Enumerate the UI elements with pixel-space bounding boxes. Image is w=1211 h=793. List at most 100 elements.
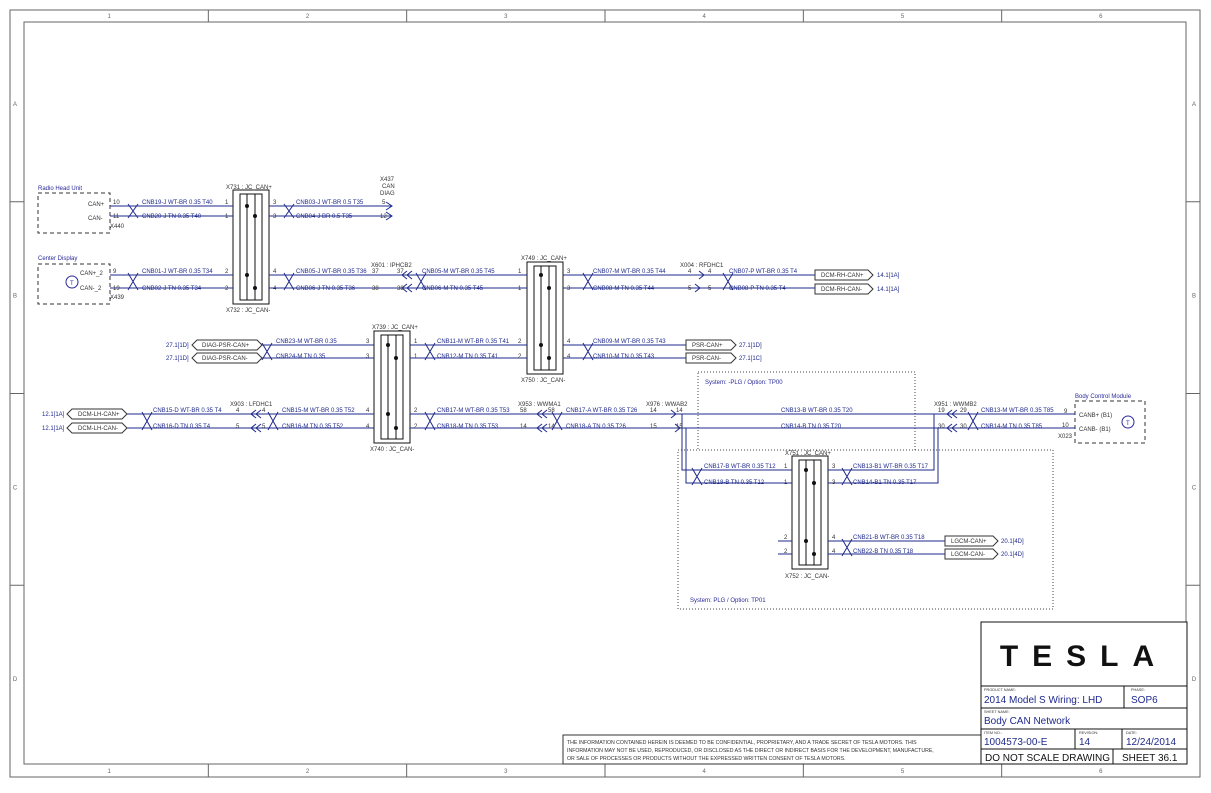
svg-text:2: 2 xyxy=(784,549,788,555)
x731-label: X731 : JC_CAN+ xyxy=(226,185,272,191)
connector-label: X440 xyxy=(110,224,125,230)
splice-dots xyxy=(245,204,816,556)
x739-label: X739 : JC_CAN+ xyxy=(372,325,418,331)
svg-text:10: 10 xyxy=(113,200,120,206)
zone-column-label: 3 xyxy=(504,769,508,775)
x751-label: X751 : JC_CAN+ xyxy=(785,451,831,457)
zone-row-label: C xyxy=(13,485,18,491)
svg-text:1: 1 xyxy=(414,354,418,360)
wire-label: CNB07-M WT-BR 0.35 T44 xyxy=(593,269,666,275)
termination-badge: T xyxy=(70,281,74,287)
svg-text:5: 5 xyxy=(236,424,240,430)
svg-text:4: 4 xyxy=(832,535,836,541)
wire-label: CNB17-B WT-BR 0.35 T12 xyxy=(704,464,776,470)
x437-label-1: X437 xyxy=(380,177,395,183)
off-page-connectors: DCM-RH-CAN+ 14.1[1A] DCM-RH-CAN- 14.1[1A… xyxy=(42,269,1024,560)
svg-text:PRODUCT NAME:: PRODUCT NAME: xyxy=(984,688,1016,692)
wire-label: CNB21-B WT-BR 0.35 T18 xyxy=(853,535,925,541)
svg-text:2: 2 xyxy=(225,269,229,275)
svg-text:12: 12 xyxy=(380,214,387,220)
center-display: Center Display T CAN+_2 CAN-_2 X439 xyxy=(37,256,125,305)
svg-text:1: 1 xyxy=(518,269,522,275)
wire-label: CNB05-M WT-BR 0.35 T45 xyxy=(422,269,495,275)
twist-markers xyxy=(127,203,979,557)
svg-text:9: 9 xyxy=(113,269,117,275)
title-block: TESLA PRODUCT NAME: 2014 Model S Wiring:… xyxy=(980,621,1188,765)
zone-row-label: D xyxy=(13,677,18,683)
svg-text:1: 1 xyxy=(518,286,522,292)
svg-text:DATE:: DATE: xyxy=(1126,731,1137,735)
wire-label: CNB09-M WT-BR 0.35 T43 xyxy=(593,339,666,345)
zone-column-label: 1 xyxy=(107,769,111,775)
pin-can-plus-2: CAN+_2 xyxy=(80,271,104,277)
wire-label: CNB14-B1 TN 0.35 T17 xyxy=(853,480,917,486)
x740-label: X740 : JC_CAN- xyxy=(370,447,414,453)
wire-label: CNB16-D TN 0.35 T4 xyxy=(153,424,211,430)
wire-label: CNB23-M WT-BR 0.35 xyxy=(276,339,337,345)
wire-label: CNB16-M TN 0.35 T52 xyxy=(282,424,344,430)
svg-text:1: 1 xyxy=(784,464,788,470)
ref-lgcm: 20.1[4D] xyxy=(1001,552,1024,558)
system-regions: System: -PLG / Option: TP00 System: PLG … xyxy=(677,371,1054,610)
radio-head-unit-title: Radio Head Unit xyxy=(38,186,82,192)
zone-row-label: C xyxy=(1192,485,1197,491)
wire-label: CNB03-J WT-BR 0.5 T35 xyxy=(296,200,364,206)
zone-column-label: 5 xyxy=(901,14,905,20)
svg-text:4: 4 xyxy=(832,549,836,555)
zone-column-label: 4 xyxy=(702,14,706,20)
confidential-notice: THE INFORMATION CONTAINED HEREIN IS DEEM… xyxy=(562,734,982,765)
wire-label: CNB01-J WT-BR 0.35 T34 xyxy=(142,269,213,275)
svg-text:SHEET NAME:: SHEET NAME: xyxy=(984,710,1010,714)
svg-text:3: 3 xyxy=(832,480,836,486)
zone-row-label: B xyxy=(1192,294,1196,300)
radio-head-unit: Radio Head Unit CAN+ CAN- X440 xyxy=(37,186,125,234)
ref-dcm-rh: 14.1[1A] xyxy=(877,273,900,279)
signal-psr-neg: PSR-CAN- xyxy=(692,356,721,362)
svg-text:4: 4 xyxy=(567,339,571,345)
svg-text:4: 4 xyxy=(366,408,370,414)
wire-label: CNB17-M WT-BR 0.35 T53 xyxy=(437,408,510,414)
svg-text:1: 1 xyxy=(225,200,229,206)
zone-row-label: A xyxy=(1192,102,1196,108)
svg-text:3: 3 xyxy=(832,464,836,470)
svg-text:1: 1 xyxy=(784,480,788,486)
svg-text:PHASE:: PHASE: xyxy=(1131,688,1145,692)
zone-column-label: 5 xyxy=(901,769,905,775)
wire-label: CNB22-B TN 0.35 T18 xyxy=(853,549,914,555)
zone-row-label: D xyxy=(1192,677,1197,683)
wire-labels: CNB19-J WT-BR 0.35 T40 CNB20-J TN 0.35 T… xyxy=(142,200,1054,555)
zone-column-label: 3 xyxy=(504,14,508,20)
wire-label: CNB18-M TN 0.35 T53 xyxy=(437,424,499,430)
signal-diag-psr-neg: DIAG-PSR-CAN- xyxy=(202,356,248,362)
date: 12/24/2014 xyxy=(1126,737,1176,748)
pin-can-plus: CAN+ xyxy=(88,202,105,208)
ref-dcm-lh: 12.1[1A] xyxy=(42,426,65,432)
wire-label: CNB05-J WT-BR 0.35 T36 xyxy=(296,269,367,275)
bcm-pin-10: 10 xyxy=(1062,423,1069,429)
x437-label-2: CAN xyxy=(382,184,395,190)
svg-text:58: 58 xyxy=(548,408,555,414)
center-display-title: Center Display xyxy=(38,256,77,262)
svg-text:19: 19 xyxy=(938,408,945,414)
svg-text:3: 3 xyxy=(567,269,571,275)
svg-text:1: 1 xyxy=(414,339,418,345)
wire-label: CNB11-M WT-BR 0.35 T41 xyxy=(437,339,510,345)
svg-text:4: 4 xyxy=(708,269,712,275)
svg-text:2: 2 xyxy=(518,354,522,360)
zone-row-label: B xyxy=(13,294,17,300)
connector-label: X439 xyxy=(110,295,125,301)
product-name: 2014 Model S Wiring: LHD xyxy=(984,695,1102,706)
ref-lgcm: 20.1[4D] xyxy=(1001,539,1024,545)
wire-label: CNB14-M TN 0.35 T85 xyxy=(981,424,1043,430)
pin-can-minus-2: CAN-_2 xyxy=(80,286,102,292)
svg-text:14: 14 xyxy=(548,424,555,430)
signal-psr-pos: PSR-CAN+ xyxy=(692,343,723,349)
zone-column-label: 6 xyxy=(1099,14,1103,20)
wire-label: CNB18-A TN 0.35 T26 xyxy=(566,424,626,430)
termination-badge-icon xyxy=(65,275,79,289)
tesla-logo: TESLA xyxy=(1000,640,1168,673)
svg-text:REVISION:: REVISION: xyxy=(1079,731,1098,735)
wire-label: CNB17-A WT-BR 0.35 T26 xyxy=(566,408,638,414)
zone-column-label: 6 xyxy=(1099,769,1103,775)
wire-label: CNB15-D WT-BR 0.35 T4 xyxy=(153,408,222,414)
